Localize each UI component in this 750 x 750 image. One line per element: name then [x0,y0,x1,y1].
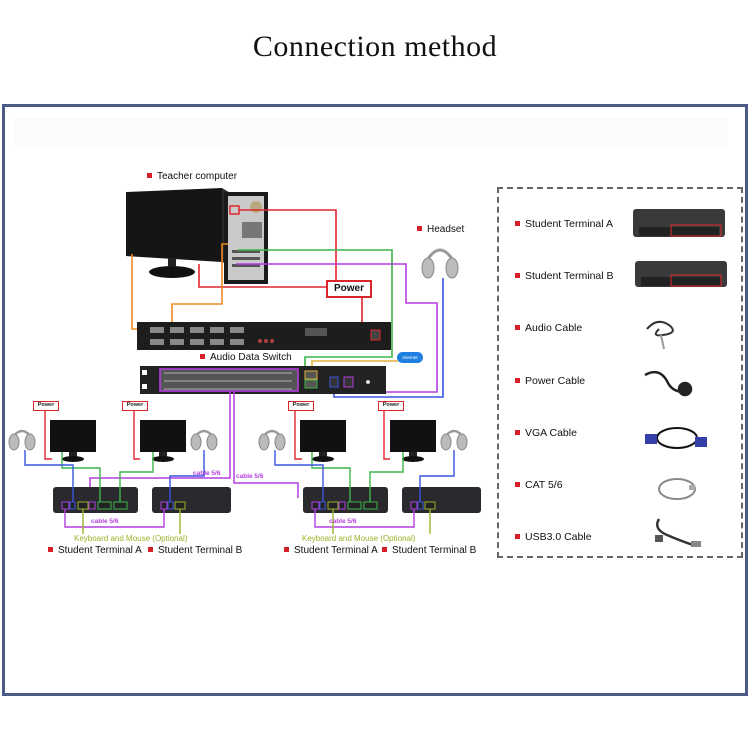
audio-wire [169,450,205,502]
audio-wire [24,450,74,502]
power-cable-image [644,370,693,397]
cat-wire [314,509,415,528]
student-monitor [140,420,186,452]
internet-cloud: Internet [397,352,423,363]
cable-label: cable 5/6 [236,473,264,480]
student-terminal-b-image [635,261,727,287]
power-wire [133,409,140,460]
power-wire [44,409,52,460]
student-monitor [300,420,346,452]
student-terminal-a-label: Student Terminal A [48,545,142,556]
power-box: Power [33,401,59,411]
student-monitor [390,420,436,452]
legend-item: USB3.0 Cable [515,531,592,543]
cat-wire [233,392,299,498]
vga-audio-switch [137,322,391,350]
page-title: Connection method [252,30,498,63]
power-wire [239,209,337,280]
student-monitor [50,420,96,452]
cable-label: cable 5/6 [91,518,119,525]
power-label: Power [326,280,372,298]
network-wire [119,452,154,502]
vga-wire [131,254,148,330]
cable-label: cable 5/6 [193,470,221,477]
keyboard-mouse-label: Keyboard and Mouse (Optional) [74,534,188,543]
teacher-pc-tower [224,192,268,284]
legend-box: Student Terminal A Student Terminal B Au… [497,187,743,558]
frame-top-band [14,118,728,148]
cat-wire [64,509,165,528]
legend-item: Power Cable [515,375,585,387]
power-box: Power [122,401,148,411]
audio-data-switch-label: Audio Data Switch [200,352,292,363]
legend-item: CAT 5/6 [515,479,563,491]
audio-data-switch [140,366,386,394]
headset-label: Headset [417,224,464,235]
student-terminal-b-label: Student Terminal B [382,545,476,556]
legend-item: Student Terminal A [515,218,613,230]
usb-cable-image [655,518,701,547]
teacher-computer-label: Teacher computer [147,171,237,182]
power-wire [294,409,302,460]
audio-cable-image [646,320,674,350]
power-wire [198,264,326,288]
keyboard-mouse-label: Keyboard and Mouse (Optional) [302,534,416,543]
legend-item: VGA Cable [515,427,577,439]
audio-wire [274,450,324,502]
cable-label: cable 5/6 [329,518,357,525]
audio-wire [419,450,455,502]
power-wire [383,409,390,460]
vga-cable-image [645,427,707,449]
student-terminal-a-image [633,209,725,237]
cat-cable-image [658,478,696,500]
power-box: Power [288,401,314,411]
teacher-monitor [126,188,232,278]
student-terminal-b-label: Student Terminal B [148,545,242,556]
legend-item: Student Terminal B [515,270,614,282]
student-terminal-a-label: Student Terminal A [284,545,378,556]
headset-icon [421,248,459,279]
network-wire [311,452,351,502]
power-box: Power [378,401,404,411]
network-wire [61,452,101,502]
legend-item: Audio Cable [515,322,582,334]
network-wire [369,452,404,502]
